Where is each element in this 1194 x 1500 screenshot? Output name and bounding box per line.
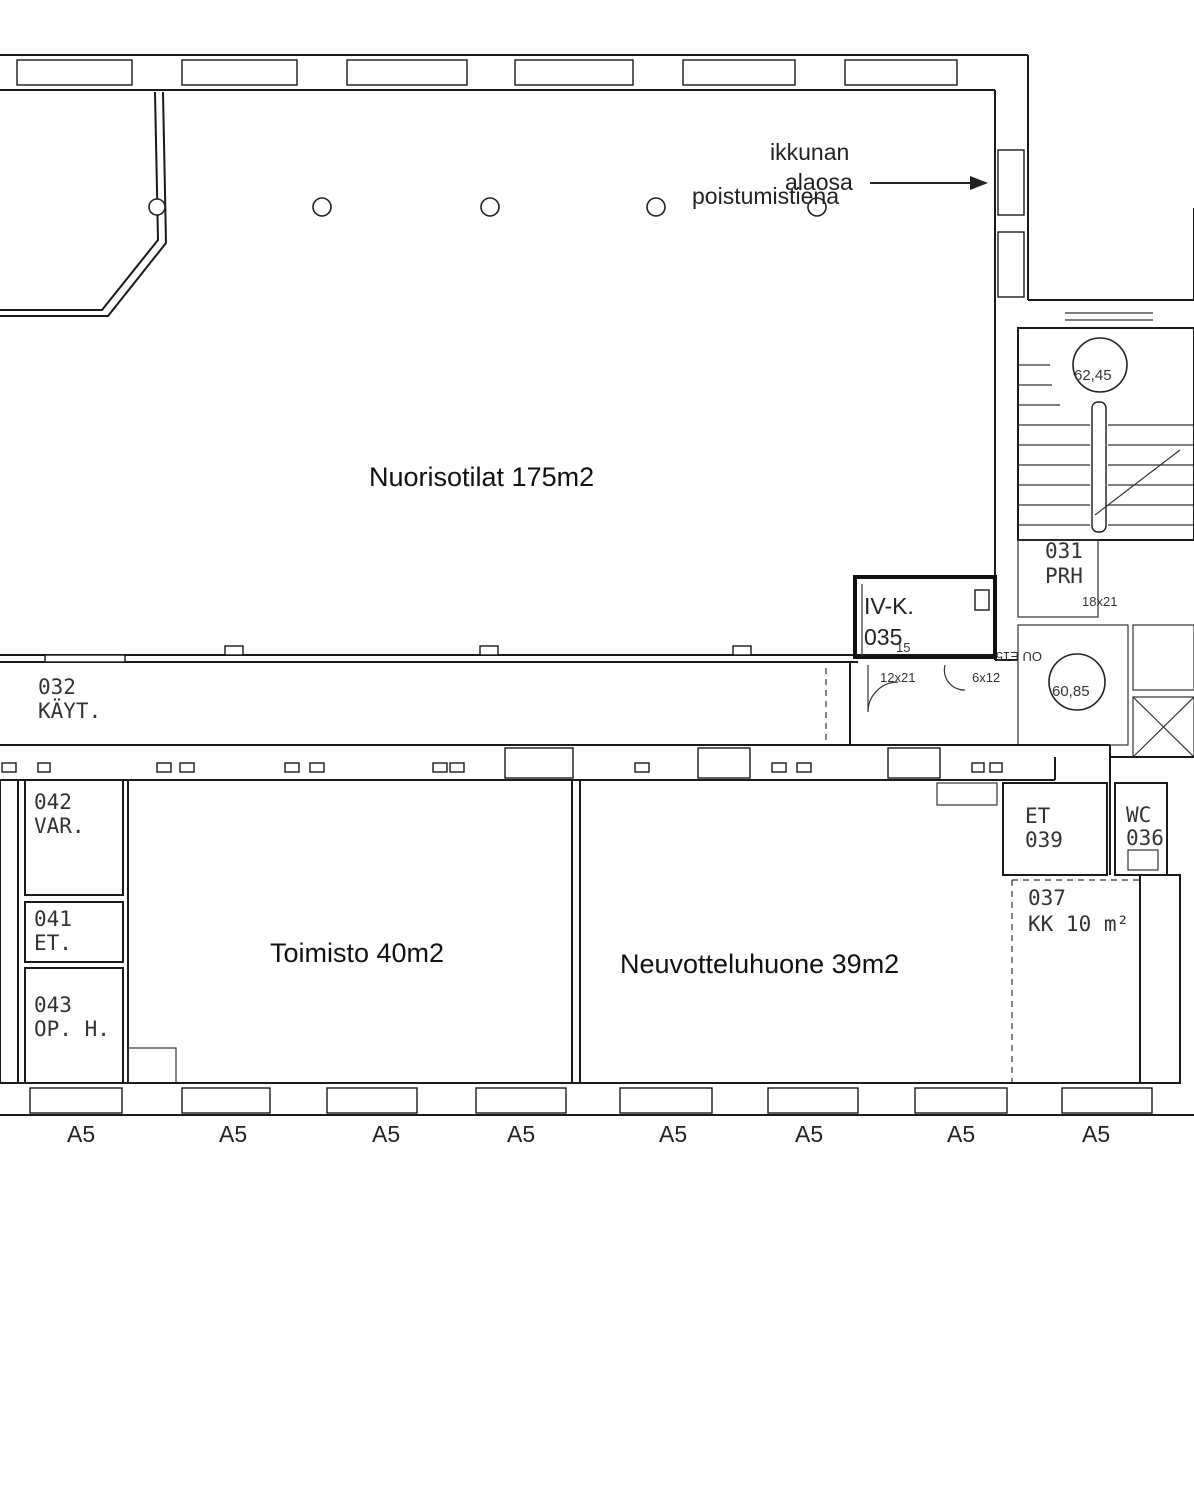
room-name-et039: ET: [1025, 804, 1051, 828]
exit-note-line1: ikkunan: [770, 139, 849, 165]
room-name-kayt: KÄYT.: [38, 698, 101, 723]
level-marker-lower: 60,85: [1052, 683, 1090, 700]
room-name-wc: WC: [1126, 803, 1151, 827]
door-size-6x12: 6x12: [972, 670, 1000, 685]
room-name-kk: KK 10 m²: [1028, 912, 1129, 936]
room-name-ivk: IV-K.: [864, 593, 914, 619]
small-number-15: 15: [896, 640, 910, 655]
room-number-var: 042: [34, 790, 72, 814]
lower-rooms: [0, 779, 1194, 1116]
room-name-prh: PRH: [1045, 564, 1083, 588]
door-size-12x21: 12x21: [880, 670, 915, 685]
stair-treads: [1018, 364, 1194, 533]
room-number-et039: 039: [1025, 828, 1063, 852]
window-type-label: A5: [947, 1121, 975, 1147]
window-type-label: A5: [507, 1121, 535, 1147]
room-number-wc: 036: [1126, 826, 1164, 850]
room-name-et041: ET.: [34, 931, 72, 955]
window-type-labels: A5 A5 A5 A5 A5 A5 A5 A5: [67, 1121, 1110, 1147]
upper-hall-walls: [0, 54, 1194, 663]
room-number-ivk: 035: [864, 624, 902, 650]
room-number-oph: 043: [34, 993, 72, 1017]
exit-note-line3: poistumistiena: [692, 183, 839, 209]
mirrored-code: OU E15: [996, 649, 1042, 664]
room-number-kayt: 032: [38, 675, 76, 699]
room-number-prh: 031: [1045, 539, 1083, 563]
stair-core: [825, 312, 1194, 758]
window-type-label: A5: [219, 1121, 247, 1147]
room-name-oph: OP. H.: [34, 1017, 110, 1041]
level-marker-upper: 62,45: [1074, 367, 1112, 384]
exit-arrow: [870, 176, 988, 190]
room-number-et041: 041: [34, 907, 72, 931]
door-size-18x21: 18x21: [1082, 594, 1117, 609]
exit-note-line2: alaosa: [785, 169, 853, 195]
room-label-toimisto: Toimisto 40m2: [270, 938, 444, 968]
room-number-kk: 037: [1028, 886, 1066, 910]
window-type-label: A5: [795, 1121, 823, 1147]
room-label-neuvotteluhuone: Neuvotteluhuone 39m2: [620, 949, 899, 979]
room-label-nuorisotilat: Nuorisotilat 175m2: [369, 462, 594, 492]
room-name-var: VAR.: [34, 814, 85, 838]
corridor-walls: [0, 744, 1194, 875]
window-type-label: A5: [372, 1121, 400, 1147]
ivk-room: [853, 575, 997, 659]
window-type-label: A5: [67, 1121, 95, 1147]
window-type-label: A5: [1082, 1121, 1110, 1147]
window-type-label: A5: [659, 1121, 687, 1147]
